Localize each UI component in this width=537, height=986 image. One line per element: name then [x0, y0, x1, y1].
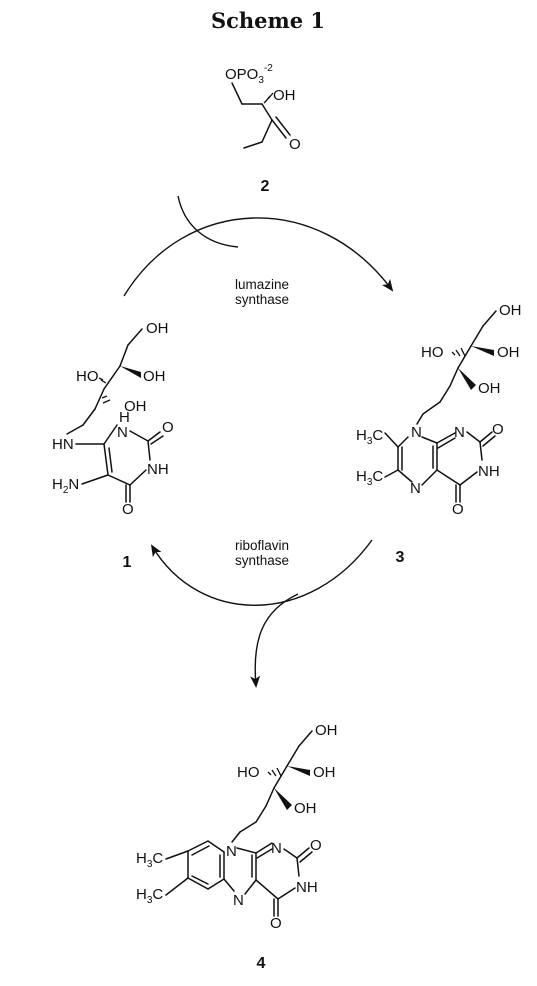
svg-text:O: O	[162, 419, 174, 436]
compound-number-1: 1	[123, 554, 132, 571]
svg-text:N: N	[226, 843, 237, 860]
svg-text:H3C: H3C	[356, 427, 383, 447]
svg-text:H3C: H3C	[136, 886, 163, 906]
enzyme-riboflavin: riboflavin	[235, 538, 289, 553]
compound-3: OH OH HO OH N H3C H3C N N	[356, 302, 522, 566]
svg-text:OH: OH	[143, 368, 166, 385]
compound-4: OH OH HO OH N H3C H3C N	[136, 722, 338, 972]
svg-text:N: N	[411, 424, 422, 441]
cycle-arrows	[123, 195, 394, 688]
compound-number-2: 2	[261, 178, 270, 195]
svg-text:O: O	[492, 421, 504, 438]
svg-text:H: H	[119, 409, 130, 426]
enzyme-riboflavin-synthase: synthase	[235, 553, 289, 568]
svg-text:O: O	[122, 501, 134, 518]
svg-text:OH: OH	[499, 302, 522, 319]
upper-arc-arrow	[123, 217, 394, 297]
enzyme-lumazine: lumazine	[235, 277, 289, 292]
svg-text:NH: NH	[296, 879, 318, 896]
svg-text:H3C: H3C	[136, 850, 163, 870]
svg-text:O: O	[452, 501, 464, 518]
svg-text:N: N	[454, 424, 465, 441]
lower-arc-arrow	[150, 539, 373, 606]
outgoing-arrow	[250, 593, 299, 688]
svg-text:NH: NH	[478, 463, 500, 480]
svg-text:OH: OH	[315, 722, 338, 739]
svg-text:O: O	[310, 837, 322, 854]
svg-text:OH: OH	[273, 87, 296, 104]
svg-text:OH: OH	[294, 800, 317, 817]
svg-text:OH: OH	[146, 320, 169, 337]
svg-text:N: N	[410, 480, 421, 497]
compound-number-4: 4	[257, 955, 266, 972]
svg-text:OH: OH	[124, 398, 147, 415]
svg-text:N: N	[271, 840, 282, 857]
svg-text:HO: HO	[421, 344, 444, 361]
svg-text:NH: NH	[147, 461, 169, 478]
svg-text:H2N: H2N	[52, 476, 79, 496]
scheme-title: Scheme 1	[211, 8, 325, 33]
compound-number-3: 3	[396, 549, 405, 566]
incoming-arrow	[177, 195, 239, 248]
svg-text:O: O	[270, 915, 282, 932]
svg-text:H3C: H3C	[356, 468, 383, 488]
svg-text:HO: HO	[76, 368, 99, 385]
svg-text:OH: OH	[478, 380, 501, 397]
svg-text:HO: HO	[237, 764, 260, 781]
svg-text:HN: HN	[52, 436, 74, 453]
svg-text:N: N	[117, 424, 128, 441]
svg-text:OH: OH	[497, 344, 520, 361]
enzyme-lumazine-synthase: synthase	[235, 292, 289, 307]
svg-text:OH: OH	[313, 764, 336, 781]
compound-1: HO OH OH OH HN H N O NH O H2N 1	[52, 320, 174, 571]
svg-text:N: N	[233, 892, 244, 909]
svg-text:O: O	[289, 136, 301, 153]
compound-2: OPO3-2 OH O 2	[225, 63, 301, 195]
